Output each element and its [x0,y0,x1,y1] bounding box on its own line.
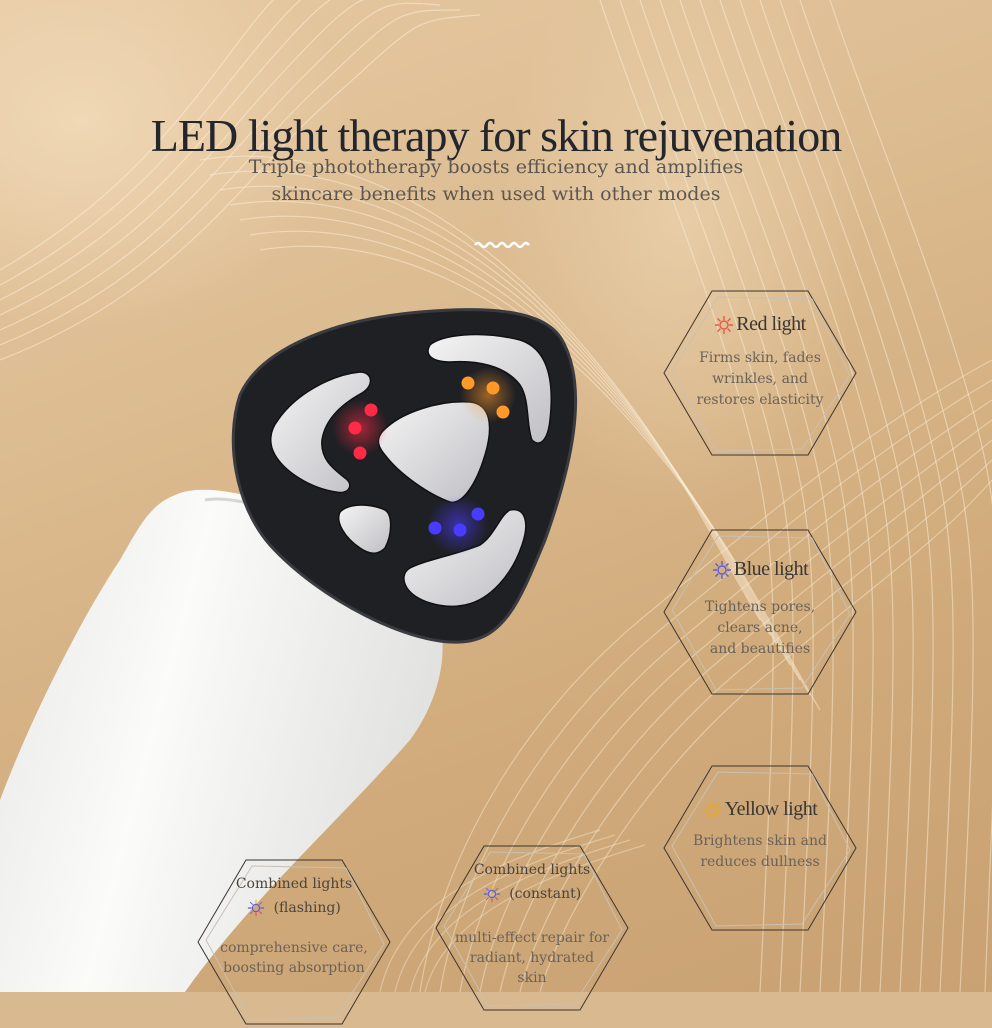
mode-name: Combined lights [473,862,591,878]
wave-divider-icon [474,241,530,248]
mode-label: (constant) [509,886,582,902]
mode-card-combined-constant: Combined lights (constant) multi-effect … [434,842,630,1014]
page-title: LED light therapy for skin rejuvenation [150,109,842,161]
mode-description: Firms skin, fades wrinkles, and restores… [696,350,824,408]
hexagon-frame [663,290,857,456]
mode-name: Red light [736,313,806,335]
mode-card-yellow: Yellow light Brightens skin and reduces … [662,762,858,934]
sun-icon [712,560,731,579]
sun-icon [703,800,722,819]
mode-description: Tightens pores, clears acne, and beautif… [704,599,816,657]
mode-card-blue: Blue light Tightens pores, clears acne, … [662,526,858,698]
hexagon-frame [663,765,857,931]
mode-card-combined-flashing: Combined lights (flashing) comprehensive… [196,856,392,1028]
mode-description: Brightens skin and reduces dullness [693,833,827,870]
mode-name: Yellow light [724,798,818,820]
mode-name: Combined lights [235,876,353,892]
mode-description: comprehensive care, boosting absorption [220,940,368,976]
hexagon-frame [663,529,857,695]
sun-icon [715,315,734,334]
mode-description: multi-effect repair for radiant, hydrate… [454,930,610,986]
multicolor-sun-icon [248,899,265,917]
multicolor-sun-icon [483,885,500,903]
subtitle-line: Triple phototherapy boosts efficiency an… [248,156,744,178]
subtitle-line: skincare benefits when used with other m… [271,183,721,205]
mode-label: (flashing) [273,900,341,916]
light-wave-pattern [0,0,992,992]
mode-card-red: Red light Firms skin, fades wrinkles, an… [662,287,858,459]
page-subtitle: Triple phototherapy boosts efficiency an… [0,154,992,208]
mode-name: Blue light [733,558,809,580]
